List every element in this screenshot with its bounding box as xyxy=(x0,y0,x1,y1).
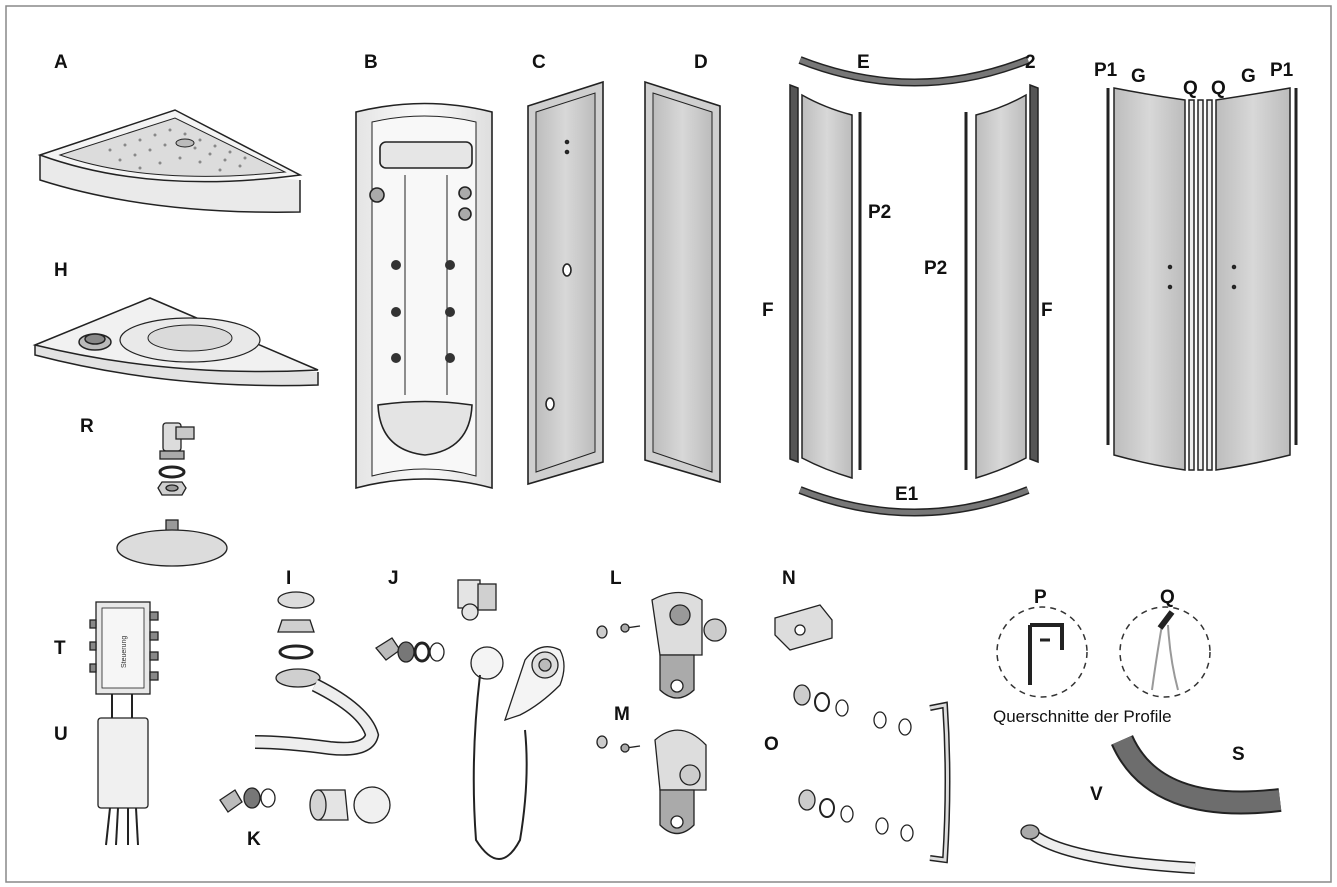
part-u-transformer xyxy=(97,717,149,846)
label-e: E xyxy=(857,52,870,73)
label-n: N xyxy=(782,568,796,589)
part-q-profile-section xyxy=(1119,606,1211,698)
label-s: S xyxy=(1232,744,1245,765)
part-e-top-rail xyxy=(798,56,1030,87)
label-d: D xyxy=(694,52,708,73)
label-p2-right: P2 xyxy=(924,258,947,279)
label-t: T xyxy=(54,638,66,659)
part-s-drain-hose xyxy=(1111,734,1282,815)
label-p: P xyxy=(1034,587,1047,608)
label-i: I xyxy=(286,568,291,589)
part-a-shower-tray xyxy=(37,109,303,213)
part-p-profile-section xyxy=(996,606,1088,698)
label-q: Q xyxy=(1160,587,1175,608)
part-n-bracket xyxy=(774,604,833,651)
part-o-door-handle xyxy=(793,684,951,864)
label-h: H xyxy=(54,260,68,281)
label-j: J xyxy=(388,568,399,589)
part-l-top-roller xyxy=(596,591,727,699)
label-g-left: G xyxy=(1131,66,1146,87)
part-f-door-left xyxy=(789,83,862,480)
label-p1-left: P1 xyxy=(1094,60,1118,81)
profile-caption: Querschnitte der Profile xyxy=(993,707,1172,726)
part-v-inlet-hose xyxy=(1020,824,1196,874)
label-r: R xyxy=(80,416,94,437)
label-f-right: F xyxy=(1041,300,1053,321)
part-h-tray-base xyxy=(32,297,319,387)
label-q-right: Q xyxy=(1211,78,1226,99)
part-t-control-box: Steuerung xyxy=(89,601,159,718)
part-e1-bottom-rail xyxy=(798,486,1030,517)
label-v: V xyxy=(1090,784,1103,805)
label-q-left: Q xyxy=(1183,78,1198,99)
part-k-connectors xyxy=(219,786,391,824)
label-l: L xyxy=(610,568,622,589)
part-i-drain xyxy=(254,591,380,756)
label-c: C xyxy=(532,52,546,73)
massage-jets xyxy=(391,260,455,363)
label-p1-right: P1 xyxy=(1270,60,1294,81)
part-c-side-panel xyxy=(527,80,604,486)
part-b-back-panel xyxy=(355,102,493,490)
label-f-left: F xyxy=(762,300,774,321)
label-u: U xyxy=(54,724,68,745)
part-d-side-panel xyxy=(644,80,721,484)
label-p2-left: P2 xyxy=(868,202,891,223)
label-e1: E1 xyxy=(895,484,919,505)
part-g-glass-doors xyxy=(1106,87,1298,471)
part-f-door-right xyxy=(964,83,1039,480)
label-g-right: G xyxy=(1241,66,1256,87)
diagram-border xyxy=(5,5,1332,883)
label-o: O xyxy=(764,734,779,755)
label-a: A xyxy=(54,52,68,73)
label-k: K xyxy=(247,829,261,850)
part-j-hand-shower xyxy=(375,579,565,860)
label-2: 2 xyxy=(1025,52,1036,73)
label-m: M xyxy=(614,704,630,725)
control-box-text: Steuerung xyxy=(121,636,128,668)
label-b: B xyxy=(364,52,378,73)
part-r-fitting-set xyxy=(116,422,228,567)
tray-pattern xyxy=(108,128,247,172)
part-m-bottom-roller xyxy=(596,729,707,835)
